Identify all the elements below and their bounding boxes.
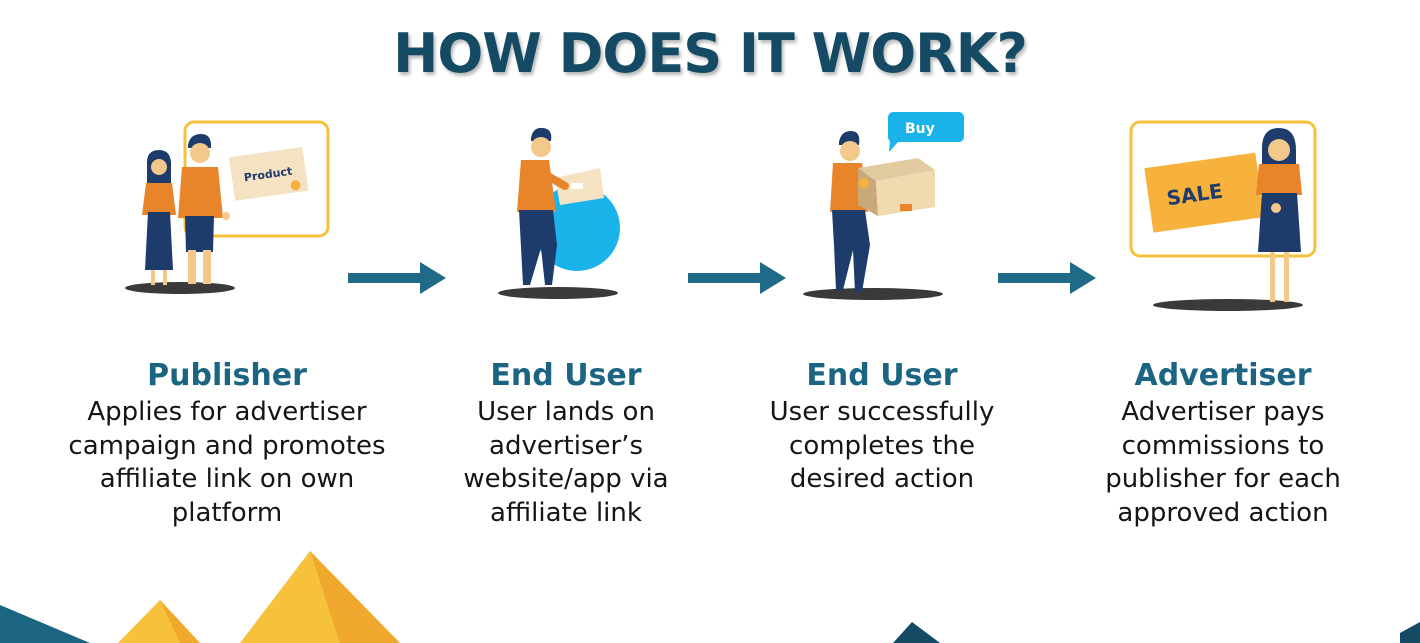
advertiser-illustration: SALE [1129, 120, 1317, 311]
step-heading: Advertiser [1134, 358, 1312, 393]
product-card [229, 146, 309, 201]
step-description: Applies for advertiser campaign and prom… [68, 397, 386, 528]
woman-figure [142, 150, 176, 285]
page-title: HOW DOES IT WORK? [393, 22, 1028, 85]
step-advertiser: Advertiser Advertiser pays commissions t… [1053, 356, 1393, 530]
step-heading: Publisher [147, 358, 307, 393]
step-heading: End User [490, 358, 642, 393]
step-description: User lands on advertiser’s website/app v… [463, 397, 669, 528]
step-end-user-completes: End User User successfully completes the… [712, 356, 1052, 497]
arrow-right-icon [348, 262, 446, 294]
step-heading: End User [806, 358, 958, 393]
arrow-right-icon [688, 262, 786, 294]
buy-bubble-label: Buy [905, 121, 935, 137]
publisher-illustration: Product [125, 120, 330, 294]
ground-shadow [803, 288, 943, 300]
step-description: User successfully completes the desired … [769, 397, 995, 494]
arrow-right-icon [998, 262, 1096, 294]
step-description: Advertiser pays commissions to publisher… [1105, 397, 1341, 528]
step-publisher: Publisher Applies for advertiser campaig… [57, 356, 397, 530]
ground-shadow [1153, 299, 1303, 311]
man-figure [178, 134, 230, 284]
sale-card [1144, 152, 1265, 233]
step-end-user-lands: End User User lands on advertiser’s webs… [396, 356, 736, 530]
end-user-box-illustration: Buy [803, 112, 964, 300]
ground-shadow [498, 287, 618, 299]
end-user-laptop-illustration [498, 127, 620, 299]
